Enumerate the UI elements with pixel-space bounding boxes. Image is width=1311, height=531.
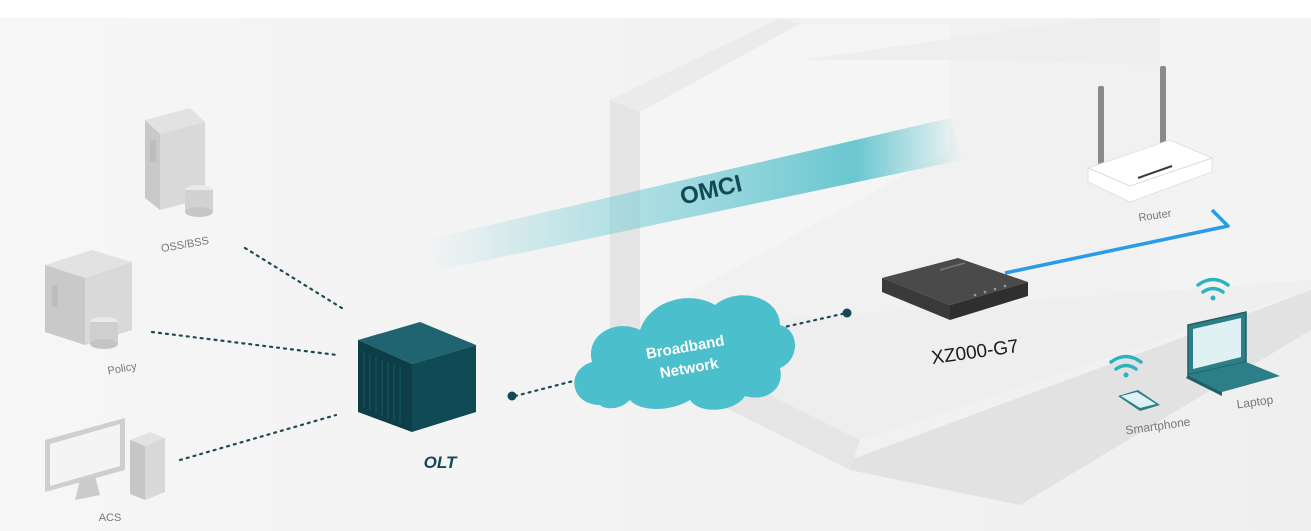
acs-computer-icon <box>45 418 165 500</box>
smartphone-wifi-icon <box>1109 354 1143 378</box>
olt-link-endpoint <box>507 391 517 401</box>
policy-label: Policy <box>107 360 138 377</box>
router-icon <box>1087 66 1213 203</box>
olt-label: OLT <box>424 453 458 472</box>
laptop-label: Laptop <box>1236 392 1275 411</box>
oss-bss-server-icon <box>145 108 213 217</box>
router-label: Router <box>1138 208 1173 225</box>
laptop-wifi-icon <box>1196 277 1230 301</box>
policy-server-icon <box>45 250 132 349</box>
olt-cloud-link <box>513 376 587 398</box>
acs-label: ACS <box>99 512 122 524</box>
dotted-links <box>150 246 844 462</box>
ont-link-endpoint <box>842 308 852 318</box>
olt-device-icon <box>358 322 476 432</box>
policy-olt-link <box>150 330 339 357</box>
acs-olt-link <box>178 413 338 462</box>
omci-beam <box>425 118 962 270</box>
ont-device-icon <box>882 258 1028 320</box>
ont-router-cable <box>1004 208 1230 275</box>
smartphone-icon <box>1118 390 1160 411</box>
broadband-cloud-icon <box>574 295 795 410</box>
oss-olt-link <box>243 246 347 312</box>
laptop-icon <box>1186 311 1280 396</box>
